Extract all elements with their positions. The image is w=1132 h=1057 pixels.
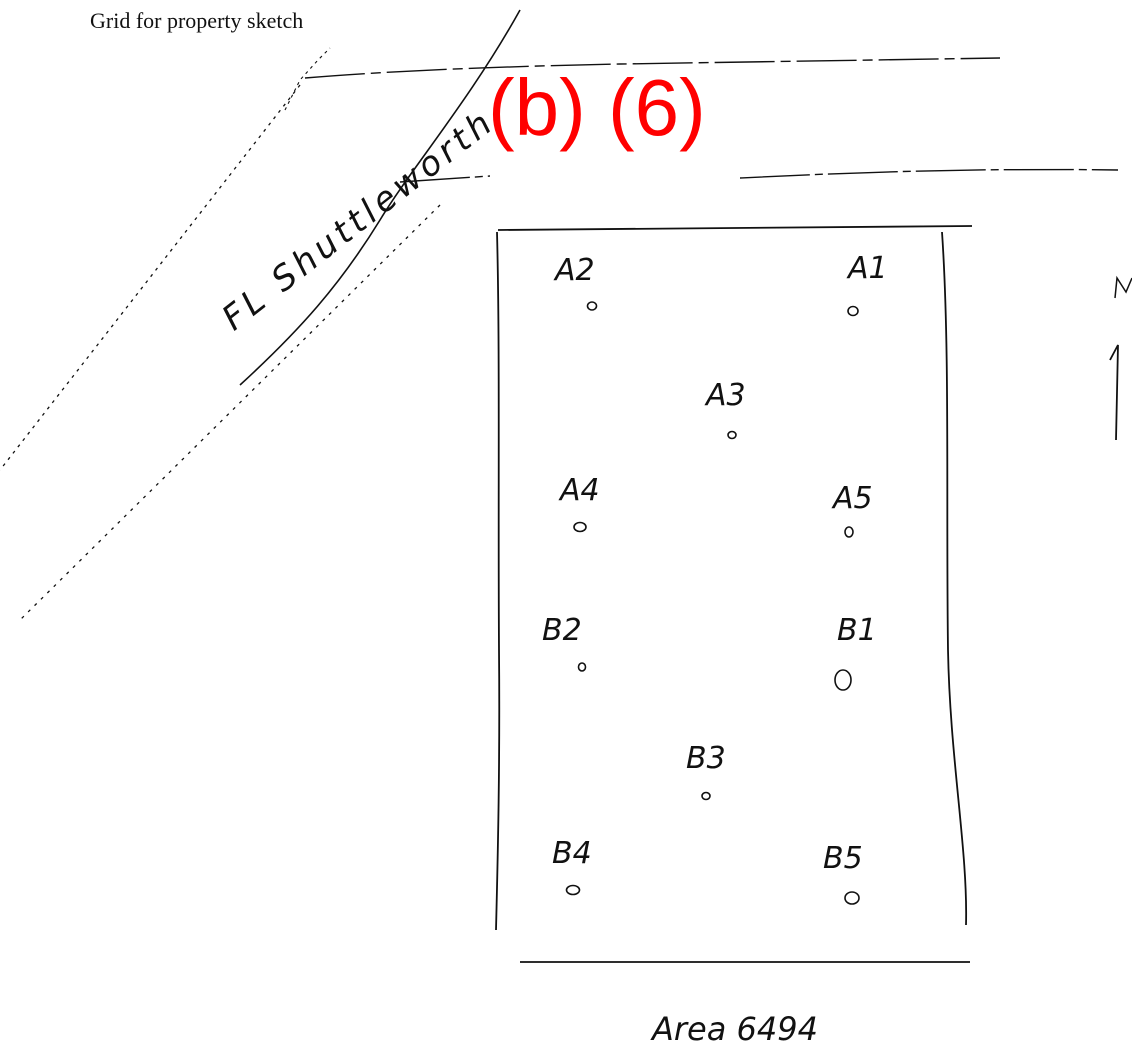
sample-point-marker [844, 526, 854, 538]
road-edge-dotted-3 [284, 47, 331, 111]
sample-point-marker [573, 521, 587, 533]
street-label: FL Shuttleworth [215, 104, 500, 339]
sample-point-b1: B1 [834, 613, 877, 691]
sample-point-a1: A1 [846, 251, 888, 317]
sample-point-label: A5 [831, 481, 873, 516]
page-title: Grid for property sketch [90, 8, 304, 33]
sample-point-b2: B2 [542, 613, 587, 672]
top-boundary-line-1 [304, 57, 1001, 79]
sample-point-b3: B3 [686, 741, 726, 801]
sample-point-label: B4 [552, 836, 592, 871]
sample-point-label: A4 [558, 473, 600, 508]
sample-point-a3: A3 [704, 378, 746, 440]
road-line-solid [239, 9, 521, 386]
sample-point-marker [701, 791, 711, 801]
edge-mark-fragment [1114, 275, 1132, 299]
sample-point-b5: B5 [823, 841, 863, 905]
sample-point-marker [847, 305, 859, 317]
property-boundary-top [497, 225, 973, 231]
sample-point-a4: A4 [558, 473, 600, 533]
sample-point-a5: A5 [831, 481, 873, 538]
road-edge-dotted-2 [19, 204, 441, 621]
top-boundary-line-2 [399, 168, 1119, 183]
property-boundary-left [495, 231, 501, 931]
sample-point-a2: A2 [553, 253, 598, 311]
road-edge-dotted-1 [0, 84, 301, 471]
sample-point-label: B5 [823, 841, 863, 876]
sample-point-label: B3 [686, 741, 726, 776]
sample-point-marker [586, 301, 598, 311]
sample-point-marker [844, 891, 860, 905]
sample-point-marker [834, 669, 852, 691]
edge-mark-fragment-2 [1109, 344, 1119, 441]
sample-point-label: B1 [837, 613, 877, 648]
property-boundary-right [941, 231, 968, 926]
sample-point-label: A2 [553, 253, 595, 288]
sample-point-label: A3 [704, 378, 746, 413]
area-label: Area 6494 [650, 1010, 818, 1048]
sample-point-marker [565, 884, 581, 896]
sample-point-label: A1 [846, 251, 888, 286]
sample-point-b4: B4 [552, 836, 592, 896]
redaction-label: (b) (6) [488, 63, 706, 152]
sample-point-marker [577, 662, 587, 672]
sample-point-label: B2 [542, 613, 582, 648]
sample-point-marker [727, 430, 737, 440]
